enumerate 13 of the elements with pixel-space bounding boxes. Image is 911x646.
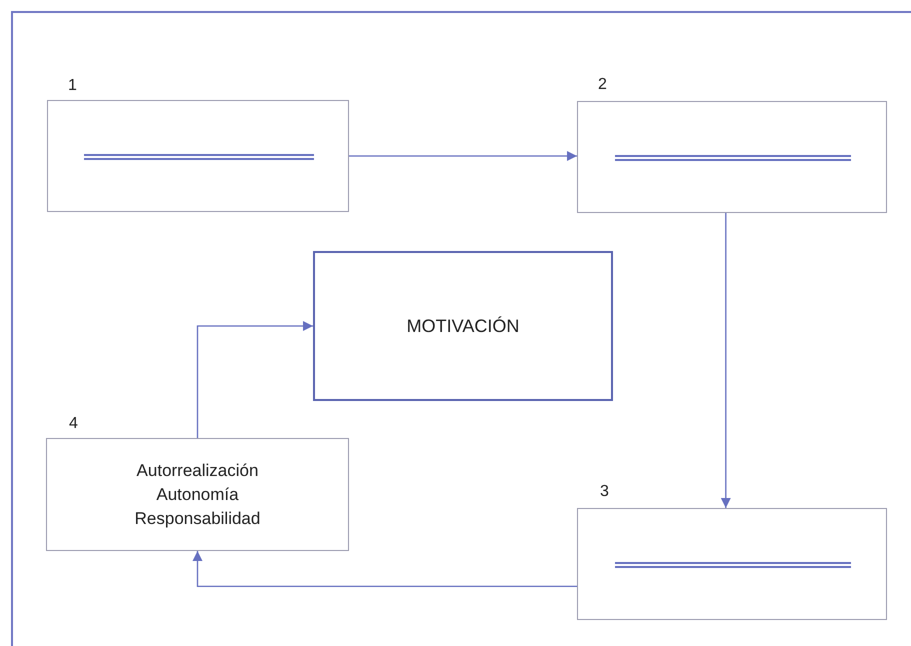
list-item: Responsabilidad [134,508,260,530]
arrow [349,151,577,161]
list-item: Autorrealización [136,460,258,482]
list-item: Autonomía [156,484,239,506]
concept-box [313,251,613,401]
arrow [196,321,313,438]
step-number: 3 [600,483,609,501]
arrow [720,213,731,508]
arrow [192,551,577,588]
step-number: 2 [598,76,607,94]
step-number: 4 [69,415,78,433]
step-number: 1 [68,77,77,95]
concept-title: MOTIVACIÓN [406,315,520,338]
